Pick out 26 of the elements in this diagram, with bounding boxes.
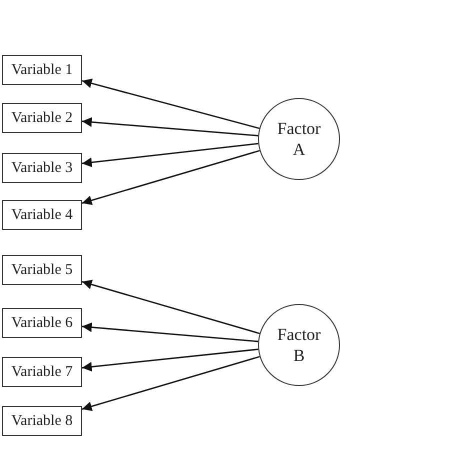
arrow xyxy=(82,322,258,342)
variable-box xyxy=(2,357,82,387)
node-label: Variable 3 xyxy=(11,160,73,176)
arrow xyxy=(82,78,260,130)
node-label: Variable 4 xyxy=(11,206,73,224)
arrow xyxy=(82,142,258,168)
arrow xyxy=(82,348,258,372)
variable-box xyxy=(2,406,82,436)
variable-box xyxy=(2,55,82,85)
node-label: Variable 1 xyxy=(11,62,73,78)
variable-box xyxy=(2,308,82,338)
node-label: Factor A xyxy=(276,118,322,160)
variable-box xyxy=(2,255,82,285)
variable-box xyxy=(2,153,82,183)
node-label: Variable 8 xyxy=(11,412,73,430)
arrow xyxy=(82,356,260,412)
node-label: Factor B xyxy=(276,324,322,366)
variable-box xyxy=(2,103,82,133)
arrow xyxy=(82,117,258,136)
node-label: Variable 6 xyxy=(11,314,73,332)
node-label: Variable 5 xyxy=(11,262,73,278)
variable-box xyxy=(2,200,82,230)
node-label: Variable 2 xyxy=(11,110,73,126)
arrow xyxy=(82,150,260,206)
node-label: Variable 7 xyxy=(11,364,73,380)
arrow xyxy=(82,280,260,334)
